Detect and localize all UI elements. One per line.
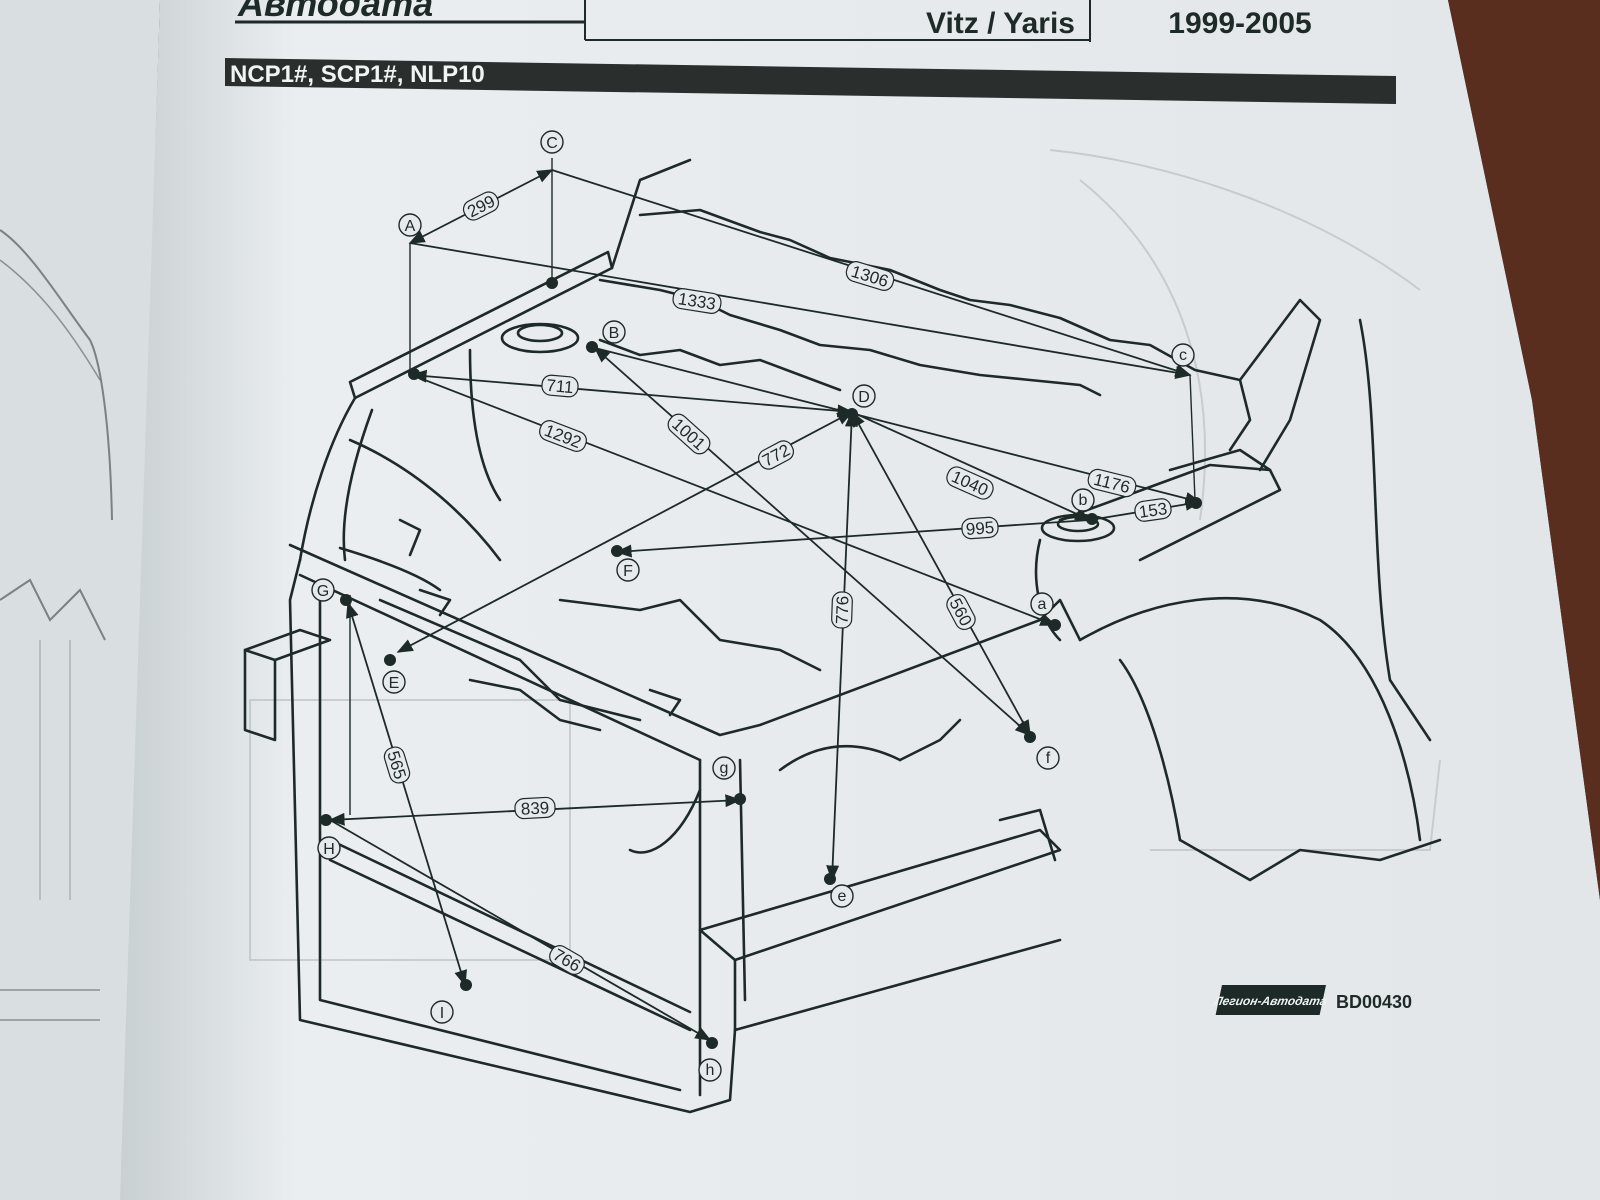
svg-text:776: 776 — [833, 596, 853, 625]
point-label-G — [311, 578, 335, 602]
dim-line-565 — [346, 601, 467, 987]
point-marker-b — [1086, 513, 1098, 525]
dim-value-1306: 1306 — [845, 261, 895, 291]
left-page — [0, 0, 160, 1200]
point-label-g — [712, 756, 736, 780]
point-label-I — [430, 1000, 454, 1024]
years-title: 1999-2005 — [1168, 7, 1311, 40]
point-text-H: H — [323, 841, 335, 858]
model-title: Vitz / Yaris — [926, 7, 1075, 40]
svg-text:153: 153 — [1138, 499, 1169, 522]
point-text-G: G — [317, 583, 329, 600]
dim-value-776: 776 — [831, 591, 853, 629]
point-text-e: e — [838, 888, 847, 905]
point-marker-h — [706, 1037, 718, 1049]
point-label-F — [616, 558, 640, 582]
point-text-I: I — [440, 1005, 444, 1022]
point-marker-B — [586, 341, 598, 353]
dim-line-766 — [329, 819, 712, 1041]
point-marker-C — [546, 277, 558, 289]
point-marker-g — [734, 793, 746, 805]
figure-footer: Легион-Автодата BD00430 — [1212, 985, 1412, 1015]
figure-code: BD00430 — [1336, 992, 1412, 1012]
point-label-a — [1030, 592, 1054, 616]
point-label-D — [852, 384, 876, 408]
svg-text:Легион-Автодата: Легион-Автодата — [1212, 994, 1328, 1008]
publisher-logo: Легион-Автодата — [1212, 985, 1328, 1015]
point-marker-E — [384, 654, 396, 666]
point-label-A — [398, 213, 422, 237]
point-label-f — [1036, 746, 1060, 770]
point-label-e — [830, 884, 854, 908]
header: Автодата Vitz / Yaris 1999-2005 NCP1#, S… — [225, 0, 1396, 104]
point-text-b: b — [1079, 492, 1088, 509]
point-marker-c — [1190, 497, 1202, 509]
point-label-b — [1071, 488, 1095, 512]
dim-line-560 — [851, 410, 1031, 737]
dim-line-776 — [826, 410, 858, 882]
point-marker-f — [1024, 731, 1036, 743]
point-label-H — [317, 836, 341, 860]
section-band — [225, 58, 1396, 104]
page-edge-shadow — [1448, 0, 1600, 900]
brand-title: Автодата — [237, 0, 433, 24]
point-text-D: D — [858, 389, 870, 406]
measurement-points: A C B c D b F a G E — [311, 130, 1202, 1082]
point-label-E — [382, 670, 406, 694]
svg-text:839: 839 — [520, 798, 549, 818]
point-marker-F — [611, 545, 623, 557]
point-marker-e — [824, 873, 836, 885]
point-text-f: f — [1046, 750, 1051, 767]
point-marker-G — [340, 594, 352, 606]
point-text-B: B — [609, 325, 620, 342]
point-text-a: a — [1038, 596, 1047, 613]
point-marker-H — [320, 814, 332, 826]
point-label-B — [602, 320, 626, 344]
dim-value-995: 995 — [961, 516, 999, 540]
point-text-E: E — [389, 675, 400, 692]
point-label-h — [698, 1058, 722, 1082]
point-text-C: C — [546, 135, 558, 152]
point-text-F: F — [623, 563, 633, 580]
point-marker-a — [1049, 619, 1061, 631]
point-text-g: g — [720, 760, 729, 777]
point-marker-A — [408, 368, 420, 380]
dim-line-1333 — [409, 242, 1192, 379]
section-codes: NCP1#, SCP1#, NLP10 — [230, 61, 485, 88]
point-text-h: h — [706, 1062, 715, 1079]
dim-value-711: 711 — [541, 374, 579, 398]
svg-text:995: 995 — [965, 518, 995, 539]
point-text-c: c — [1179, 347, 1187, 364]
point-label-c — [1171, 343, 1195, 367]
dim-value-839: 839 — [514, 796, 556, 820]
point-marker-I — [460, 979, 472, 991]
svg-text:711: 711 — [546, 376, 575, 397]
point-marker-D — [846, 408, 858, 420]
point-text-A: A — [405, 218, 416, 235]
dim-value-153: 153 — [1134, 498, 1172, 522]
point-label-C — [540, 130, 564, 154]
